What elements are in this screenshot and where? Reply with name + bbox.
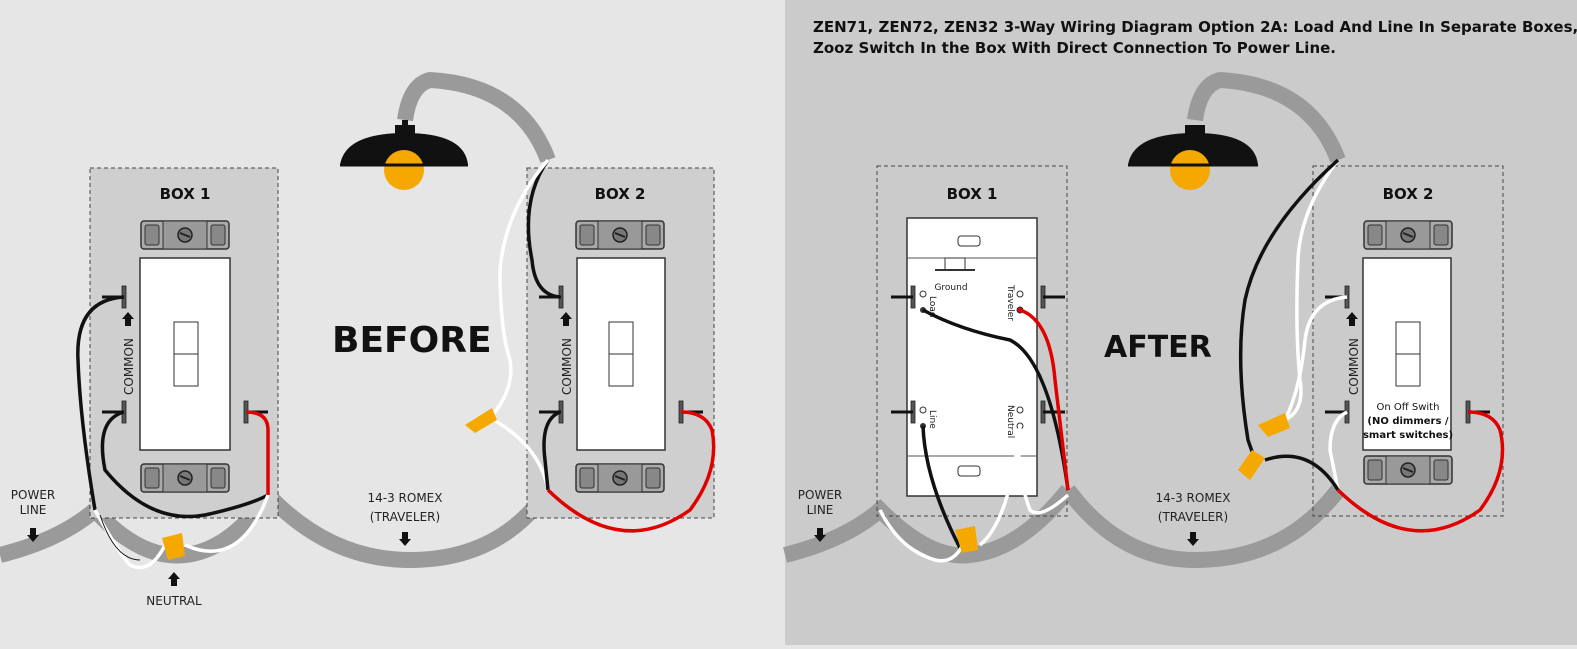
diagram-title: ZEN71, ZEN72, ZEN32 3-Way Wiring Diagram… [813, 18, 1577, 36]
lamp-shade-icon [1128, 133, 1258, 165]
screw-tab [140, 463, 230, 493]
mount-slot [957, 465, 981, 477]
lamp-shade-icon [340, 133, 468, 165]
screw-tab [1363, 455, 1453, 485]
box2-label: BOX 2 [595, 185, 646, 203]
switch-note: smart switches) [1363, 430, 1453, 441]
box1-label: BOX 1 [947, 185, 998, 203]
lamp-cable [397, 71, 556, 163]
screw-tab [575, 463, 665, 493]
before-heading: BEFORE [332, 320, 492, 361]
box1 [876, 165, 1068, 517]
screw-tab [575, 220, 665, 250]
common-label: COMMON [560, 338, 574, 395]
power-line-cable [783, 484, 1075, 564]
bulb-icon [1170, 150, 1210, 190]
romex-label: (TRAVELER) [370, 510, 440, 524]
wire-nut [465, 408, 497, 433]
wire-nut [1258, 413, 1290, 437]
common-label: COMMON [122, 338, 136, 395]
wire-nut [955, 526, 978, 553]
switch-note: On Off Swith [1377, 402, 1440, 413]
switch-plate [1362, 257, 1452, 451]
load-label: Load [927, 296, 937, 318]
after-panel [785, 0, 1577, 645]
switch-note: (NO dimmers / [1367, 416, 1448, 427]
power-line-label: LINE [807, 503, 834, 517]
ground-screw-icon [944, 257, 966, 271]
bulb-icon [384, 150, 424, 190]
neutral-label: NEUTRAL [146, 594, 202, 608]
box1-label: BOX 1 [160, 185, 211, 203]
box2-label: BOX 2 [1383, 185, 1434, 203]
screw-tab [140, 220, 230, 250]
mount-slot [957, 235, 981, 247]
diagram-subtitle: Zooz Switch In the Box With Direct Conne… [813, 39, 1336, 57]
after-heading: AFTER [1104, 330, 1212, 365]
traveler-label: Traveler [1005, 284, 1015, 321]
romex-cable [1061, 485, 1345, 569]
wire-nut [1238, 450, 1265, 480]
romex-cable [262, 485, 555, 569]
power-line-label: POWER [798, 488, 842, 502]
after-diagram: ZEN71, ZEN72, ZEN32 3-Way Wiring Diagram… [783, 18, 1577, 569]
lamp-cable [1187, 71, 1346, 163]
power-line-label: POWER [11, 488, 55, 502]
neutral-label: Neutral [1005, 405, 1015, 438]
screw-tab [1363, 220, 1453, 250]
before-diagram: BOX 1 BOX 2 COMMON COMMON [0, 71, 716, 608]
ground-label: Ground [934, 283, 967, 293]
romex-label: (TRAVELER) [1158, 510, 1228, 524]
romex-label: 14-3 ROMEX [1156, 491, 1231, 505]
box2 [1312, 165, 1504, 517]
line-label: Line [927, 410, 937, 429]
power-line-label: LINE [20, 503, 47, 517]
power-line-cable [0, 490, 275, 564]
wire-nut [162, 533, 185, 560]
romex-label: 14-3 ROMEX [368, 491, 443, 505]
common-label: COMMON [1347, 338, 1361, 395]
